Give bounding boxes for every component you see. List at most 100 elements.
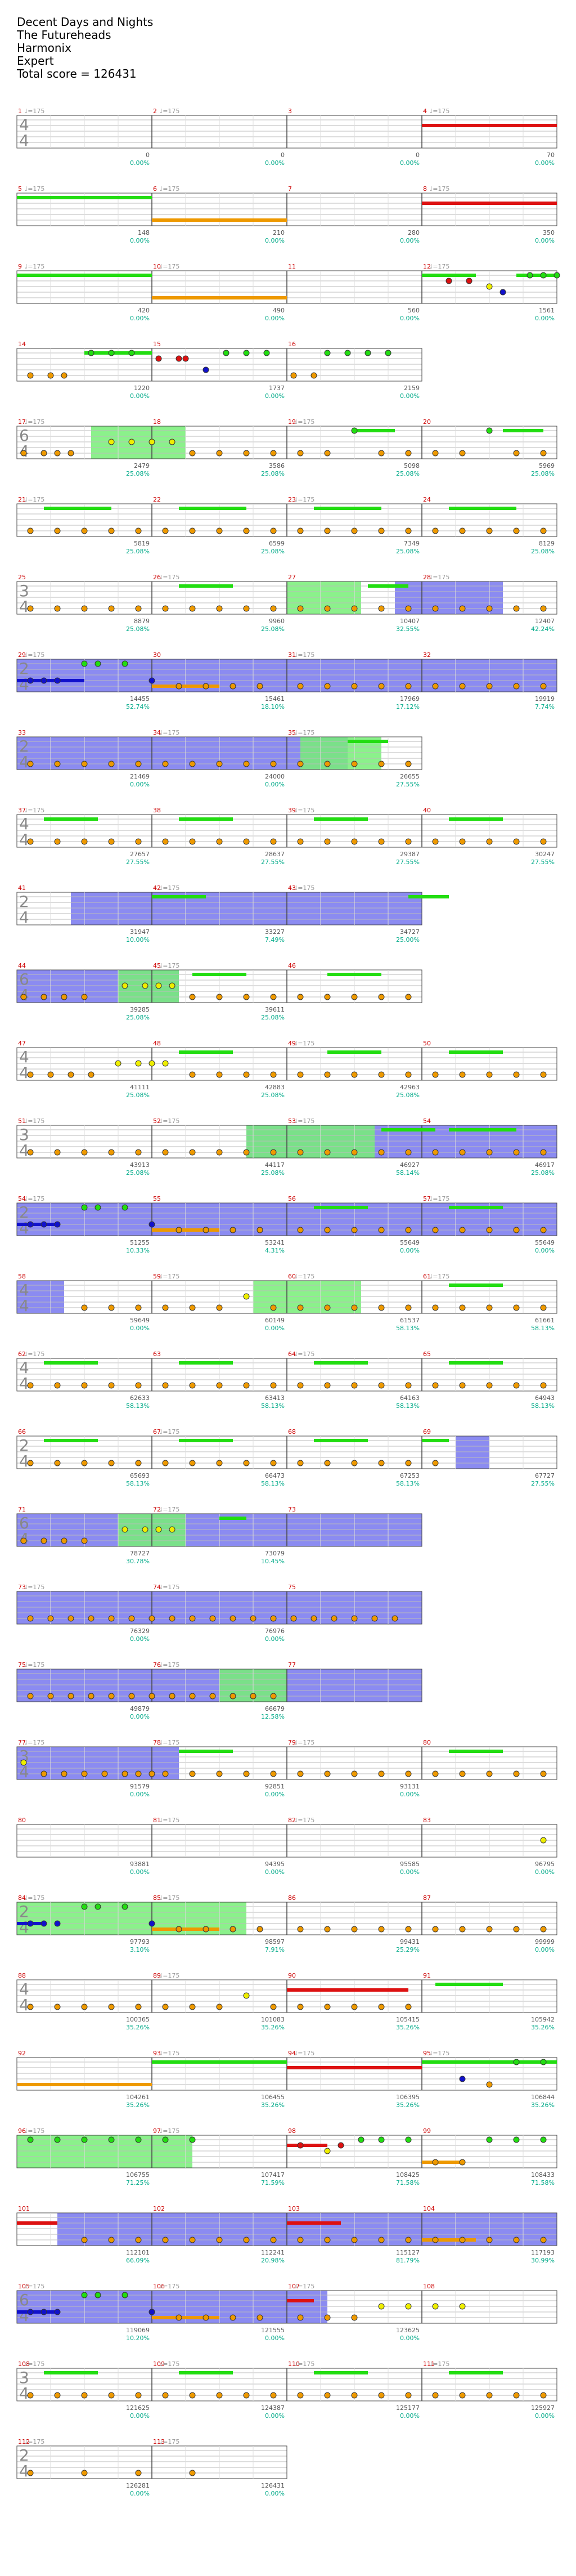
note-gem — [135, 2392, 142, 2399]
note-gem — [216, 1304, 223, 1311]
measure-percent: 58.13% — [126, 1402, 150, 1410]
measure-number: 24 — [423, 496, 431, 503]
note-gem — [108, 1382, 115, 1389]
measure-score: 28637 — [265, 851, 285, 858]
note-gem — [148, 1920, 155, 1927]
note-gem — [540, 605, 547, 612]
note-gem — [68, 1693, 74, 1700]
measure-number: 21 — [18, 496, 26, 503]
note-gem — [459, 2303, 466, 2310]
bpm-marker: ♩=175 — [160, 574, 179, 581]
note-gem — [135, 761, 142, 767]
note-gem — [94, 2292, 101, 2298]
note-gem — [135, 1304, 142, 1311]
measure-percent: 0.00% — [130, 1325, 150, 1332]
note-gem — [27, 1460, 34, 1466]
measure-percent: 58.13% — [261, 1402, 285, 1410]
note-gem — [27, 1221, 34, 1228]
note-gem — [344, 350, 351, 356]
note-gem — [189, 605, 196, 612]
measure-percent: 0.00% — [130, 1791, 150, 1798]
measure-percent: 17.12% — [396, 703, 420, 710]
bpm-marker: ♩=175 — [430, 185, 449, 193]
measure-score: 92851 — [265, 1783, 285, 1790]
measure-number: 25 — [18, 574, 26, 581]
measure-percent: 58.13% — [261, 1480, 285, 1487]
note-gem — [216, 838, 223, 845]
note-gem — [202, 683, 209, 690]
note-gem — [256, 1227, 263, 1233]
note-gem — [81, 2003, 88, 2010]
note-gem — [128, 1615, 135, 1622]
measure-score: 19919 — [535, 695, 555, 703]
time-signature-bottom: 4 — [19, 1763, 29, 1781]
note-gem — [47, 1071, 54, 1078]
measure-score: 8129 — [539, 540, 555, 547]
note-gem — [81, 1460, 88, 1466]
note-gem — [108, 1149, 115, 1156]
note-gem — [378, 1382, 385, 1389]
measure-percent: 81.79% — [396, 2257, 420, 2264]
measure-percent: 0.00% — [400, 2412, 420, 2420]
measure-number: 97 — [153, 2127, 161, 2135]
note-gem — [189, 2470, 196, 2476]
measure-percent: 0.00% — [130, 1713, 150, 1720]
measure-percent: 0.00% — [130, 159, 150, 167]
note-gem — [250, 1693, 256, 1700]
note-gem — [202, 2314, 209, 2321]
note-gem — [162, 605, 169, 612]
measure-percent: 20.98% — [261, 2257, 285, 2264]
note-gem — [250, 1615, 256, 1622]
note-gem — [270, 1460, 277, 1466]
measure-number: 23 — [288, 496, 296, 503]
measure-percent: 30.78% — [126, 1558, 150, 1565]
note-gem — [54, 1460, 61, 1466]
note-gem — [486, 2136, 493, 2143]
measure-score: 3586 — [269, 462, 285, 469]
measure-percent: 58.13% — [126, 1480, 150, 1487]
bpm-marker: ♩=175 — [25, 185, 44, 193]
note-gem — [513, 1149, 520, 1156]
measure-number: 51 — [18, 1117, 26, 1125]
note-gem — [486, 605, 493, 612]
note-gem — [94, 660, 101, 667]
note-gem — [162, 527, 169, 534]
measure-percent: 35.26% — [126, 2024, 150, 2031]
note-gem — [243, 1293, 250, 1300]
measure-score: 7349 — [404, 540, 420, 547]
measure-score: 123625 — [396, 2327, 420, 2334]
note-gem — [324, 1227, 331, 1233]
note-gem — [459, 605, 466, 612]
measure-percent: 0.00% — [265, 392, 285, 400]
note-gem — [81, 660, 88, 667]
measure-number: 60 — [288, 1273, 296, 1280]
note-gem — [216, 527, 223, 534]
measure-score: 78727 — [130, 1550, 150, 1557]
note-gem — [297, 1460, 304, 1466]
time-signature-top: 4 — [19, 115, 29, 134]
time-signature-bottom: 4 — [19, 753, 29, 771]
note-gem — [189, 1615, 196, 1622]
note-gem — [378, 2003, 385, 2010]
note-gem — [432, 2392, 439, 2399]
note-gem — [351, 1304, 358, 1311]
note-gem — [189, 2003, 196, 2010]
note-gem — [189, 1149, 196, 1156]
note-gem — [432, 1926, 439, 1933]
overdrive-region — [57, 2213, 557, 2246]
bpm-marker: ♩=175 — [295, 2360, 314, 2368]
note-gem — [513, 2059, 520, 2065]
measure-number: 50 — [423, 1040, 431, 1047]
note-gem — [142, 982, 148, 989]
note-gem — [405, 1304, 412, 1311]
song-difficulty: Expert — [17, 54, 54, 68]
note-gem — [513, 527, 520, 534]
note-gem — [378, 683, 385, 690]
note-gem — [486, 283, 493, 290]
measure-number: 91 — [423, 1972, 431, 1979]
note-gem — [47, 1693, 54, 1700]
note-gem — [162, 2136, 169, 2143]
note-gem — [189, 994, 196, 1000]
measure-percent: 3.10% — [130, 1946, 150, 1953]
measure-score: 59649 — [130, 1317, 150, 1324]
